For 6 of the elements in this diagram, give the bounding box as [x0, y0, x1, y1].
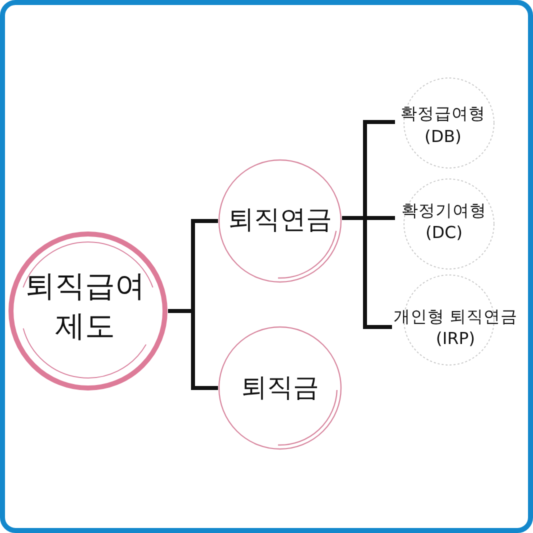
- node-label: 퇴직연금: [228, 204, 332, 237]
- node-label: 퇴직금: [241, 372, 319, 405]
- node-label: 확정급여형 (DB): [400, 103, 486, 148]
- node-label: 확정기여형 (DC): [400, 200, 488, 244]
- node-label: 퇴직급여 제도: [24, 268, 146, 346]
- node-label: 개인형 퇴직연금 (IRP): [392, 306, 519, 350]
